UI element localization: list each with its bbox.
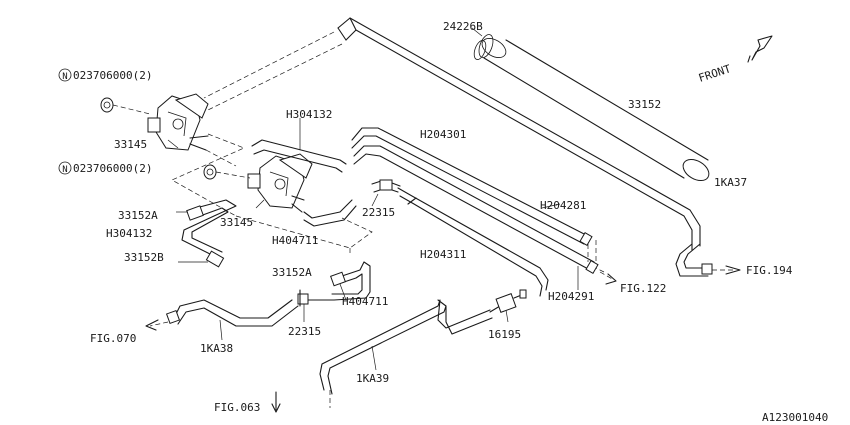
connector-22315-low [297, 289, 321, 322]
label-16195: 16195 [488, 328, 521, 341]
valve-33145-upper [147, 93, 209, 151]
hose-h404711-mid [303, 199, 357, 227]
label-h204301: H204301 [420, 128, 466, 141]
label-h204291: H204291 [548, 290, 594, 303]
clamp-24226b [471, 27, 494, 60]
svg-text:N: N [62, 72, 67, 82]
pipe-h204311 [397, 187, 549, 297]
pipe-h204301 [337, 17, 701, 251]
label-fig-122: FIG.122 [620, 282, 666, 295]
label-nut-top: 023706000(2) [73, 69, 152, 82]
label-22315-mid: 22315 [362, 206, 395, 219]
label-24226b: 24226B [443, 20, 483, 33]
arrow-fig-070 [145, 319, 159, 331]
valve-33145-mid [247, 153, 313, 213]
label-h204311: H204311 [420, 248, 466, 261]
hose-h404711-low [319, 261, 371, 301]
label-h304132-left: H304132 [106, 227, 152, 240]
label-33152a-2: 33152A [272, 266, 312, 279]
tube-33152 [481, 38, 710, 182]
svg-text:N: N [62, 165, 67, 175]
label-33152: 33152 [628, 98, 661, 111]
label-nut-mid: 023706000(2) [73, 162, 152, 175]
label-diagram-id: A123001040 [762, 411, 828, 424]
label-h304132-top: H304132 [286, 108, 332, 121]
label-fig-194: FIG.194 [746, 264, 793, 277]
nut-symbol-top: N [58, 68, 72, 82]
hose-h304132-upper [251, 118, 347, 173]
front-arrow-icon [747, 35, 773, 63]
label-33145-top: 33145 [114, 138, 147, 151]
label-fig-070: FIG.070 [90, 332, 136, 345]
label-1ka37: 1KA37 [714, 176, 747, 189]
arrow-fig-122 [599, 271, 617, 285]
hose-h304132-left [176, 199, 237, 268]
hose-1ka38 [149, 299, 299, 341]
label-1ka39: 1KA39 [356, 372, 389, 385]
pipe-h204291 [353, 145, 599, 290]
nut-symbol-mid: N [58, 161, 72, 175]
arrow-fig-194 [725, 265, 741, 275]
pipe-h204281 [351, 127, 593, 247]
hose-1ka39 [319, 299, 493, 395]
label-h404711-mid: H404711 [272, 234, 318, 247]
nut-upper [100, 97, 151, 115]
label-33152b: 33152B [124, 251, 164, 264]
label-22315-low: 22315 [288, 325, 321, 338]
hose-1ka37 [675, 243, 735, 277]
label-fig-063: FIG.063 [214, 401, 260, 414]
arrow-fig-063 [271, 391, 281, 413]
filter-16195 [489, 289, 527, 323]
label-h404711-low: H404711 [342, 295, 388, 308]
label-front: FRONT [697, 62, 733, 85]
label-1ka38: 1KA38 [200, 342, 233, 355]
label-h204281: H204281 [540, 199, 586, 212]
nut-mid [203, 164, 251, 180]
label-33145-mid: 33145 [220, 216, 253, 229]
connector-22315-mid [371, 179, 401, 207]
label-33152a-1: 33152A [118, 209, 158, 222]
